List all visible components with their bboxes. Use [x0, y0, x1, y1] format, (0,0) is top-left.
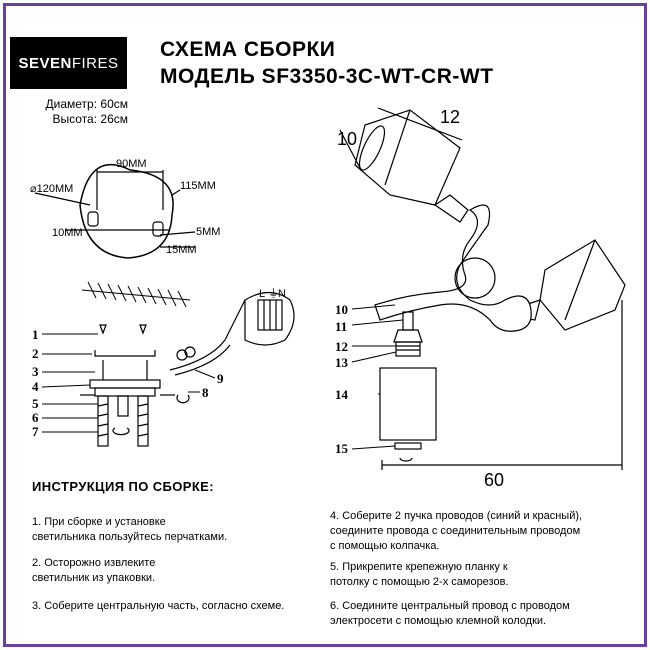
part-label-4: 4: [32, 379, 39, 394]
instruction-step-3: 3. Соберите центральную часть, согласно …: [32, 599, 327, 614]
dim-60: 60: [484, 470, 504, 490]
instruction-step-5: 5. Прикрепите крепежную планку к потолку…: [330, 560, 630, 590]
dim-12: 12: [440, 107, 460, 127]
part-label-5: 5: [32, 396, 39, 411]
part-label-1: 1: [32, 327, 39, 342]
page-title: СХЕМА СБОРКИ: [160, 38, 336, 61]
part-label-15: 15: [335, 441, 349, 456]
dim-5mm: 5MM: [196, 226, 220, 238]
part-label-3: 3: [32, 364, 39, 379]
diameter-spec: Диаметр: 60см: [45, 97, 128, 111]
instruction-step-4-text: 4. Соберите 2 пучка проводов (синий и кр…: [330, 510, 583, 552]
dim-115mm: 115MM: [180, 180, 216, 192]
instruction-step-5-text: 5. Прикрепите крепежную планку к потолку…: [330, 561, 509, 588]
brand-logo-light: FIRES: [71, 54, 119, 72]
canopy-assembly: [80, 291, 295, 447]
instruction-step-6: 6. Соедините центральный провод с провод…: [330, 599, 630, 629]
part-label-10: 10: [335, 302, 348, 317]
ceiling-hatch: [81, 281, 191, 308]
mount-plate-drawing: [34, 164, 196, 259]
dim-10mm: 10MM: [52, 227, 83, 239]
part-label-13: 13: [335, 355, 349, 370]
part-label-14: 14: [335, 387, 349, 402]
instruction-step-2-text: 2. Осторожно извлеките светильник из упа…: [32, 557, 156, 584]
dim-10: 10: [337, 129, 357, 149]
page-frame: [3, 3, 647, 647]
instruction-step-6-text: 6. Соедините центральный провод с провод…: [330, 600, 570, 627]
instruction-step-4: 4. Соберите 2 пучка проводов (синий и кр…: [330, 509, 630, 554]
dim-90mm: 90MM: [116, 158, 147, 170]
terminal-n: N: [278, 288, 286, 300]
specs-block: Диаметр: 60см Высота: 26см: [18, 97, 128, 127]
part-label-7: 7: [32, 424, 39, 439]
model-title: МОДЕЛЬ SF3350-3C-WT-CR-WT: [160, 65, 494, 88]
part-label-12: 12: [335, 339, 348, 354]
part-label-2: 2: [32, 346, 39, 361]
instruction-step-1-text: 1. При сборке и установке светильника по…: [32, 516, 228, 543]
instructions-heading: ИНСТРУКЦИЯ ПО СБОРКЕ:: [32, 479, 214, 494]
instruction-step-1: 1. При сборке и установке светильника по…: [32, 515, 302, 545]
part-label-6: 6: [32, 410, 39, 425]
part-label-9: 9: [217, 371, 224, 386]
dim-15mm: 15MM: [166, 244, 197, 256]
brand-logo-bold: SEVEN: [18, 54, 72, 72]
instruction-step-2: 2. Осторожно извлеките светильник из упа…: [32, 556, 302, 586]
terminal-ground: ⏚: [268, 287, 279, 300]
terminal-l: L: [259, 288, 265, 300]
instruction-step-3-text: 3. Соберите центральную часть, согласно …: [32, 600, 285, 612]
height-spec: Высота: 26см: [52, 112, 128, 126]
part-label-11: 11: [335, 319, 347, 334]
dim-120mm: ⌀120MM: [30, 183, 73, 195]
lamp-drawing: [339, 107, 626, 470]
part-label-8: 8: [202, 385, 209, 400]
